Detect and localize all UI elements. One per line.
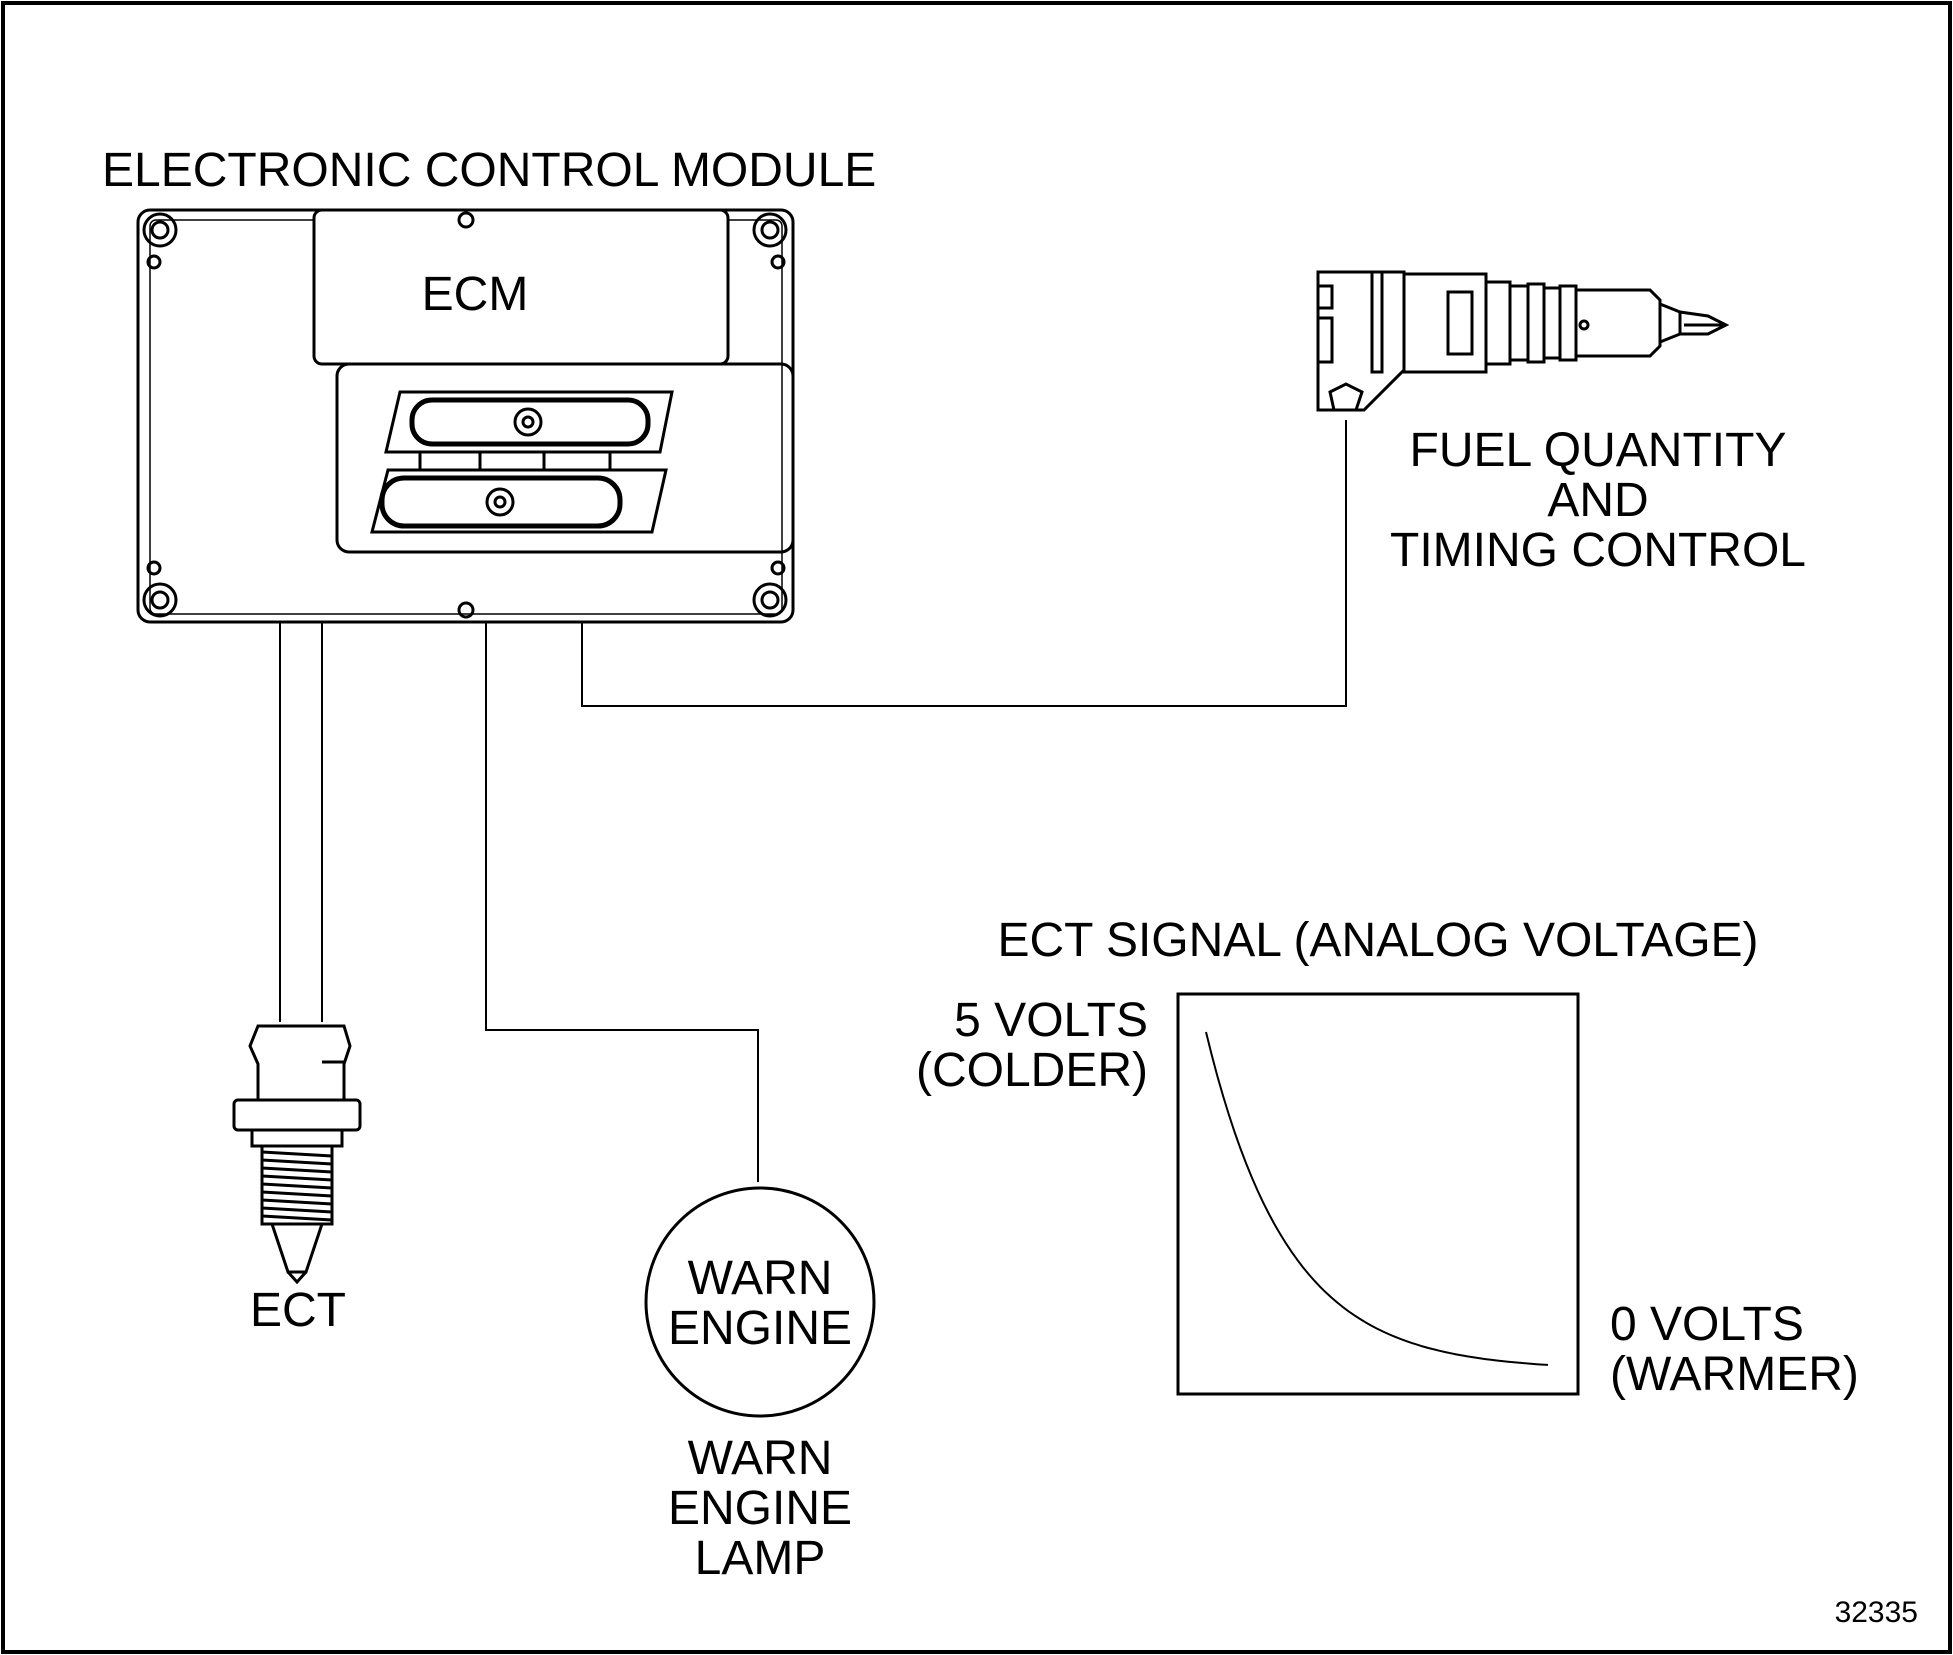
lamp-face-line-1: WARN [688, 1252, 833, 1305]
signal-high-line-1: 5 VOLTS [954, 994, 1148, 1047]
signal-low-line-2: (WARMER) [1610, 1348, 1859, 1401]
figure-number: 32335 [1835, 1596, 1918, 1629]
ect-sensor-label: ECT [250, 1284, 346, 1337]
ecm-module [136, 208, 795, 624]
connector-bolt-icon [485, 487, 515, 517]
injector-label-line-1: FUEL QUANTITY [1410, 424, 1787, 477]
mounting-hole-icon [142, 582, 178, 618]
wire-warn-lamp [485, 622, 759, 1182]
injector-label-line-2: AND [1547, 474, 1648, 527]
wire-injector [581, 420, 1347, 707]
mounting-hole-icon [142, 212, 178, 248]
ecm-title: ELECTRONIC CONTROL MODULE [102, 144, 876, 197]
signal-low-line-1: 0 VOLTS [1610, 1298, 1804, 1351]
lamp-label-line-2: ENGINE [668, 1482, 852, 1535]
ect-signal-graph-frame [1176, 992, 1580, 1396]
fuel-injector-icon [1316, 270, 1730, 412]
ect-sensor-icon [232, 1024, 362, 1285]
wiring [279, 420, 1347, 1182]
ecm-connector-upper [384, 390, 674, 454]
ect-signal-curve [1205, 1031, 1549, 1366]
connector-bolt-icon [513, 407, 543, 437]
lamp-label-line-1: WARN [688, 1432, 833, 1485]
lamp-label-line-3: LAMP [695, 1532, 826, 1585]
ecm-connector-lower [370, 468, 668, 534]
warn-engine-lamp-icon [644, 1186, 876, 1418]
mounting-hole-icon [752, 212, 788, 248]
mounting-hole-icon [752, 582, 788, 618]
injector-label-line-3: TIMING CONTROL [1390, 524, 1806, 577]
signal-high-line-2: (COLDER) [916, 1044, 1148, 1097]
signal-title: ECT SIGNAL (ANALOG VOLTAGE) [997, 914, 1758, 967]
ecm-label: ECM [422, 268, 529, 321]
lamp-face-line-2: ENGINE [668, 1302, 852, 1355]
